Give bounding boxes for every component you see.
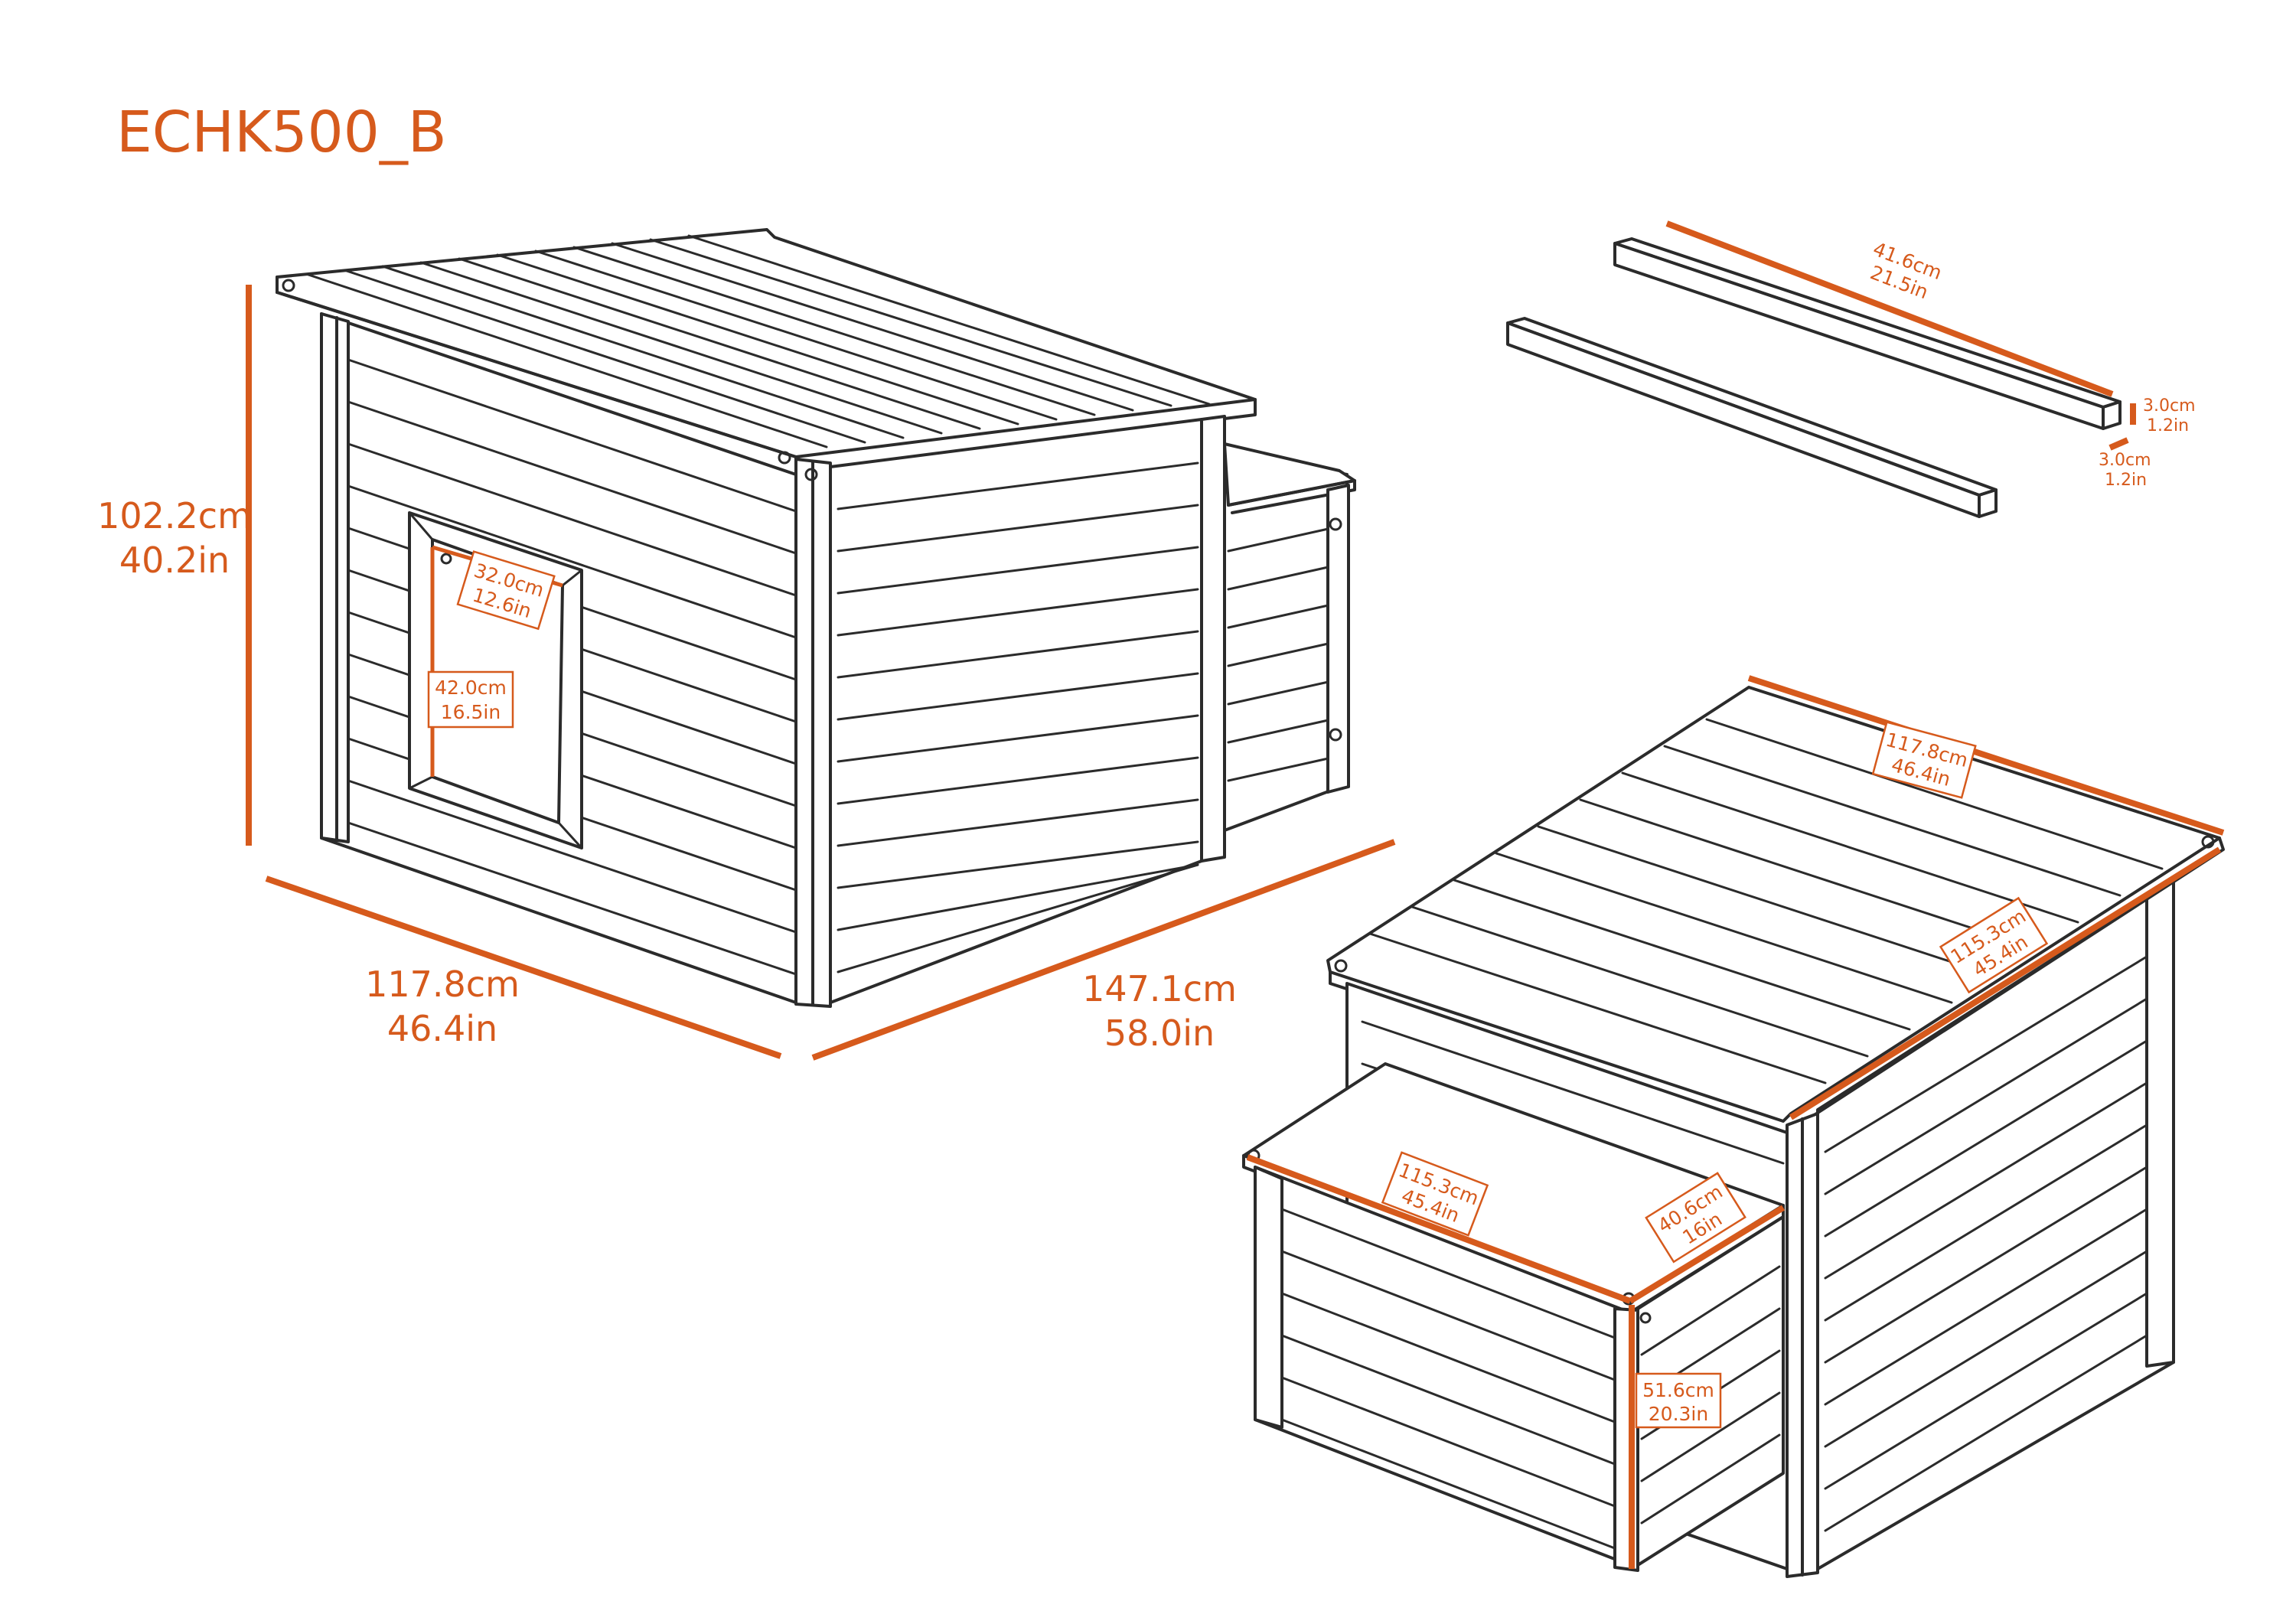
back-roof-boards [1368, 718, 2164, 1084]
annex-height-cm-label: 51.6cm [1642, 1379, 1714, 1401]
kennel-front-view: 102.2cm 40.2in 117.8cm 46.4in 147.1cm 58… [97, 228, 1396, 1061]
rail-width-cm-label: 3.0cm [2099, 451, 2151, 470]
rail-length-line [1665, 220, 2114, 397]
bolt [778, 451, 791, 465]
bolt [1329, 517, 1342, 531]
width-in-label: 46.4in [387, 1008, 497, 1049]
width-cm-label: 117.8cm [365, 964, 520, 1005]
roof-boards [305, 234, 1211, 448]
annex-width-line [1246, 1154, 1632, 1304]
roof-width-line [1747, 675, 2225, 836]
bolt [804, 468, 818, 481]
height-in-label: 40.2in [119, 540, 230, 581]
side-siding [837, 461, 1199, 973]
door-height-cm-label: 42.0cm [435, 677, 507, 699]
roof-depth-line [1789, 846, 2222, 1120]
kennel-back-view: 117.8cm 46.4in 115.3cm 45.4in 115.3cm 45… [1242, 675, 2225, 1578]
rail-height-in-label: 1.2in [2147, 416, 2189, 435]
annex-height-in-label: 20.3in [1649, 1403, 1708, 1425]
width-dimension-line [265, 876, 782, 1059]
model-title: ECHK500_B [116, 99, 447, 165]
support-rails: 41.6cm 21.5in 3.0cm 1.2in 3.0cm 1.2in [1506, 220, 2196, 518]
rail-height-cm-label: 3.0cm [2143, 396, 2196, 416]
side-wall [829, 418, 1203, 1004]
depth-cm-label: 147.1cm [1082, 968, 1237, 1009]
bolt [1329, 728, 1342, 742]
bolt [440, 553, 452, 565]
back-siding [1824, 955, 2148, 1532]
annex-depth-line [1628, 1205, 1786, 1304]
bolt [282, 279, 295, 292]
depth-in-label: 58.0in [1104, 1013, 1215, 1054]
rail-width-line [2108, 437, 2129, 451]
height-cm-label: 102.2cm [97, 495, 252, 536]
door-height-in-label: 16.5in [441, 701, 501, 723]
rail-width-in-label: 1.2in [2105, 471, 2147, 490]
depth-dimension-line [811, 839, 1396, 1061]
